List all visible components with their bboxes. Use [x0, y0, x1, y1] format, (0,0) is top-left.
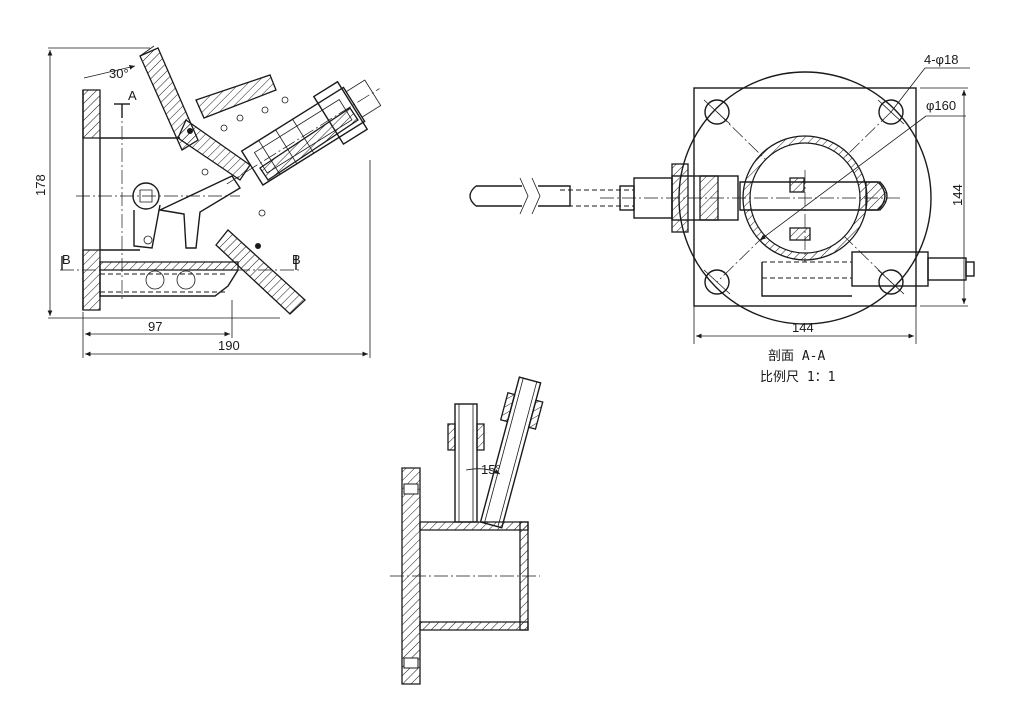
hole-callout-label: 4-φ18 [924, 52, 958, 67]
section-b-left-label: B [62, 252, 71, 267]
height-144-label: 144 [950, 184, 965, 206]
width-144-label: 144 [792, 320, 814, 335]
section-a-label: A [128, 88, 137, 103]
width-97-label: 97 [148, 319, 162, 334]
side-view: 15° [390, 376, 544, 685]
section-title: 剖面 A-A [768, 349, 825, 364]
scale-label: 比例尺 1：1 [760, 370, 835, 385]
angle-30-label: 30° [109, 66, 129, 81]
angle-15-label: 15° [481, 462, 501, 477]
diameter-callout-label: φ160 [926, 98, 956, 113]
width-190-label: 190 [218, 338, 240, 353]
height-178-label: 178 [33, 174, 48, 196]
section-a-a-view: 4-φ18 φ160 144 144 剖面 A-A 比例尺 1：1 [469, 52, 975, 385]
front-view: A B B 30° 178 97 190 [33, 45, 382, 358]
section-b-right-label: B [292, 252, 301, 267]
